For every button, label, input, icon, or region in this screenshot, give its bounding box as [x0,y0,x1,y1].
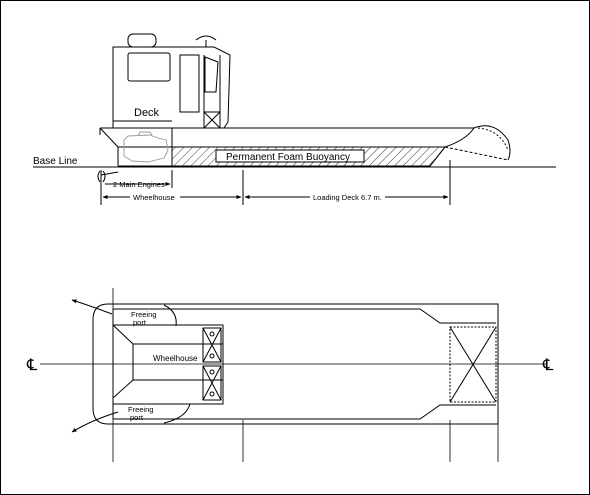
plan-mast-bolt-1 [209,331,215,337]
freeing-port-bottom-door [163,403,191,424]
plan-hull-outer [92,303,499,425]
plan-mast-bolt-3 [209,369,215,375]
base-line-label: Base Line [33,156,78,167]
buoyancy-label: Permanent Foam Buoyancy [226,152,350,163]
roof-box [127,33,157,48]
plan-mast-bolt-4 [209,391,215,397]
plan-mast-box-bottom [202,365,222,401]
centerline-symbol-left: ℄ [26,357,38,374]
plan-mast-box-top [202,327,222,363]
plan-wheelhouse-label: Wheelhouse [153,354,198,363]
plan-view [40,288,547,462]
wheelhouse-cabin [112,46,231,129]
roof-mast [195,35,217,47]
hull-bow [444,127,475,148]
side-view [33,33,556,205]
plan-view-labels: Wheelhouse Freeing port Freeing port ℄ ℄ [26,310,554,422]
bow-ramp [473,125,511,161]
plan-wheelhouse [112,324,224,405]
bow-ramp-arc [477,127,509,151]
main-engines [123,131,169,163]
plan-bow-ramp-x [449,326,497,403]
propeller [97,170,106,183]
cabin-bracing [203,111,221,129]
deck-label: Deck [134,107,160,119]
loading-deck-dim-label: Loading Deck 6.7 m. [313,193,382,202]
freeing-port-top-line2: port [133,318,147,327]
cabin-window-right [204,56,219,93]
wheelhouse-dim-label: Wheelhouse [133,193,175,202]
freeing-port-bottom-arrow [71,411,119,433]
plan-hull-inner [113,308,496,420]
plan-bow-ramp [449,326,497,403]
cabin-door [179,54,200,113]
plan-wheelhouse-outline [113,324,200,405]
side-view-labels: Deck Base Line Permanent Foam Buoyancy 2… [33,107,382,202]
hull-stern [99,127,119,166]
freeing-port-top-door [163,304,177,327]
centerline-symbol-right: ℄ [542,357,554,374]
prop-shaft [100,171,119,176]
plan-mast-bolt-2 [209,353,215,359]
freeing-port-bottom-line1: Freeing [128,405,153,414]
buoyancy-label-box [215,149,365,163]
freeing-port-top-arrow [71,299,113,315]
engines-label: 2 Main Engines [113,180,165,189]
freeing-port-bottom-line2: port [130,413,144,422]
plan-mast-box-bottom-x [202,365,222,401]
bow-ramp-swing [444,146,509,161]
freeing-port-top-line1: Freeing [131,310,156,319]
plan-mast-box-top-x [202,327,222,363]
cabin-window-left [127,52,171,82]
